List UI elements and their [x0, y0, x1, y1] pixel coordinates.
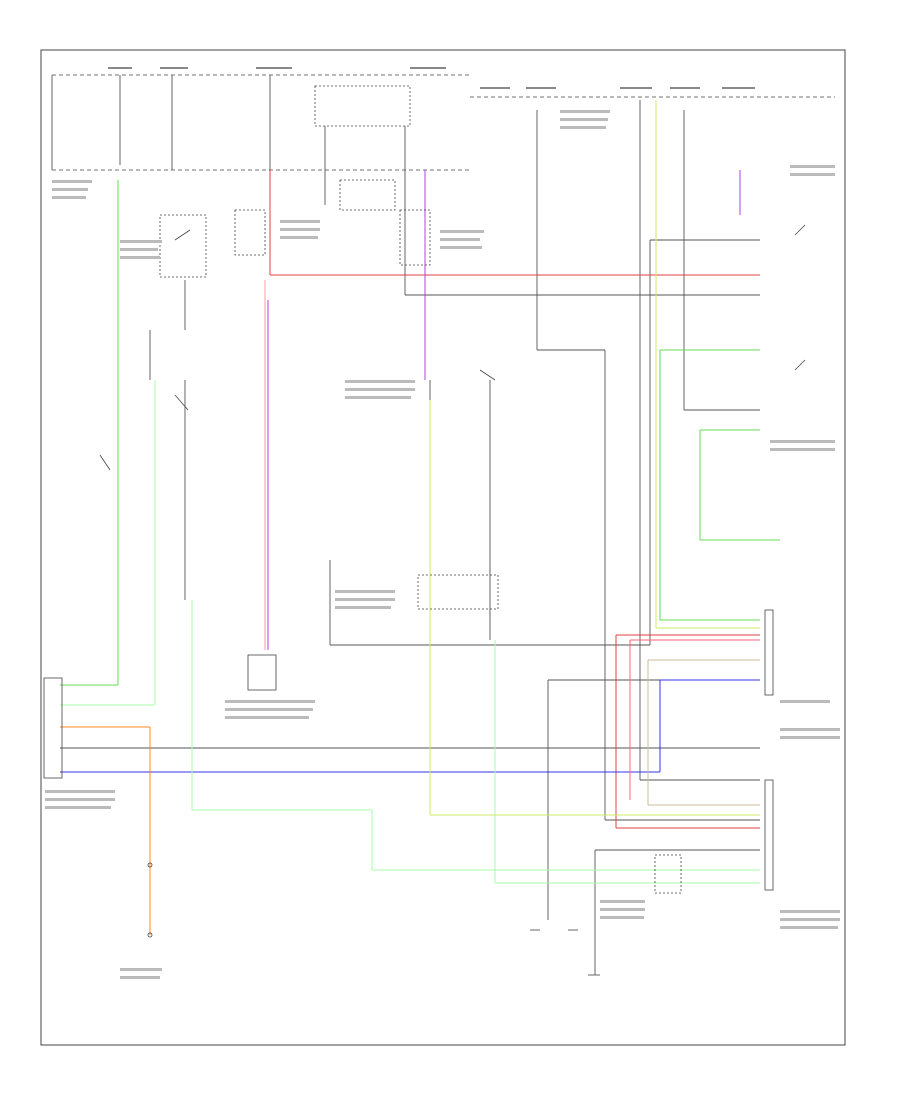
- component-boxes: [43, 179, 774, 894]
- power-distribution-box: [51, 74, 835, 171]
- hazard-switch: [339, 179, 396, 211]
- stop-lamp-switch: [159, 214, 207, 278]
- combination-meter: [43, 677, 63, 779]
- tan-wires: [647, 659, 760, 806]
- light-green-wires: [60, 380, 760, 884]
- switch-symbols: [99, 224, 806, 938]
- fuse-markers: [108, 67, 755, 89]
- backup-switch: [247, 654, 277, 691]
- tow-mode-switch: [654, 854, 682, 894]
- brake-control-relay: [399, 209, 431, 266]
- ground-symbols: [530, 929, 600, 976]
- green-wires: [60, 180, 780, 686]
- gray-wires: [60, 75, 760, 975]
- label-marks: [45, 110, 840, 979]
- red-lower-wires: [629, 639, 760, 800]
- red-wires: [269, 170, 760, 829]
- tail-lamp-relay: [234, 209, 266, 256]
- yellow-wires: [429, 100, 760, 816]
- violet-wires: [267, 170, 741, 650]
- orange-wires: [60, 726, 151, 935]
- diagram-frame: [40, 49, 846, 1046]
- trailer-socket: [764, 779, 774, 891]
- blue-wires: [60, 679, 760, 773]
- turn-relay: [417, 574, 499, 610]
